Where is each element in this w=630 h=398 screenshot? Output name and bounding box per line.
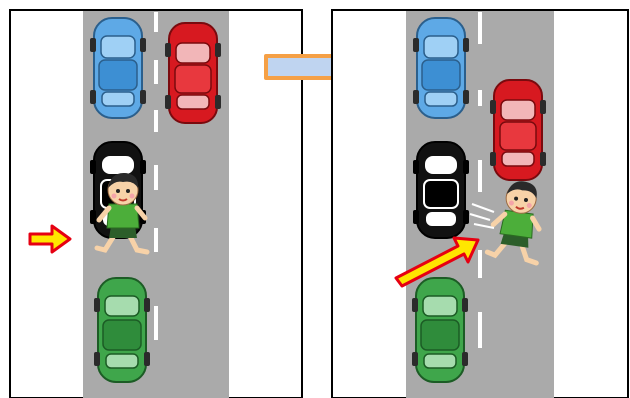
red-car — [164, 22, 222, 124]
panel-before — [9, 9, 303, 398]
lane-markings — [154, 12, 158, 340]
green-car — [93, 277, 151, 383]
lane-markings — [478, 12, 482, 348]
motion-lines — [469, 203, 495, 229]
right-arrow-icon — [28, 224, 72, 254]
red-car — [489, 79, 547, 181]
green-car — [411, 277, 469, 383]
panel-after — [331, 9, 629, 398]
black-car — [412, 141, 470, 239]
blue-car — [89, 17, 147, 119]
diagonal-arrow-icon — [394, 236, 480, 288]
blue-car — [412, 17, 470, 119]
